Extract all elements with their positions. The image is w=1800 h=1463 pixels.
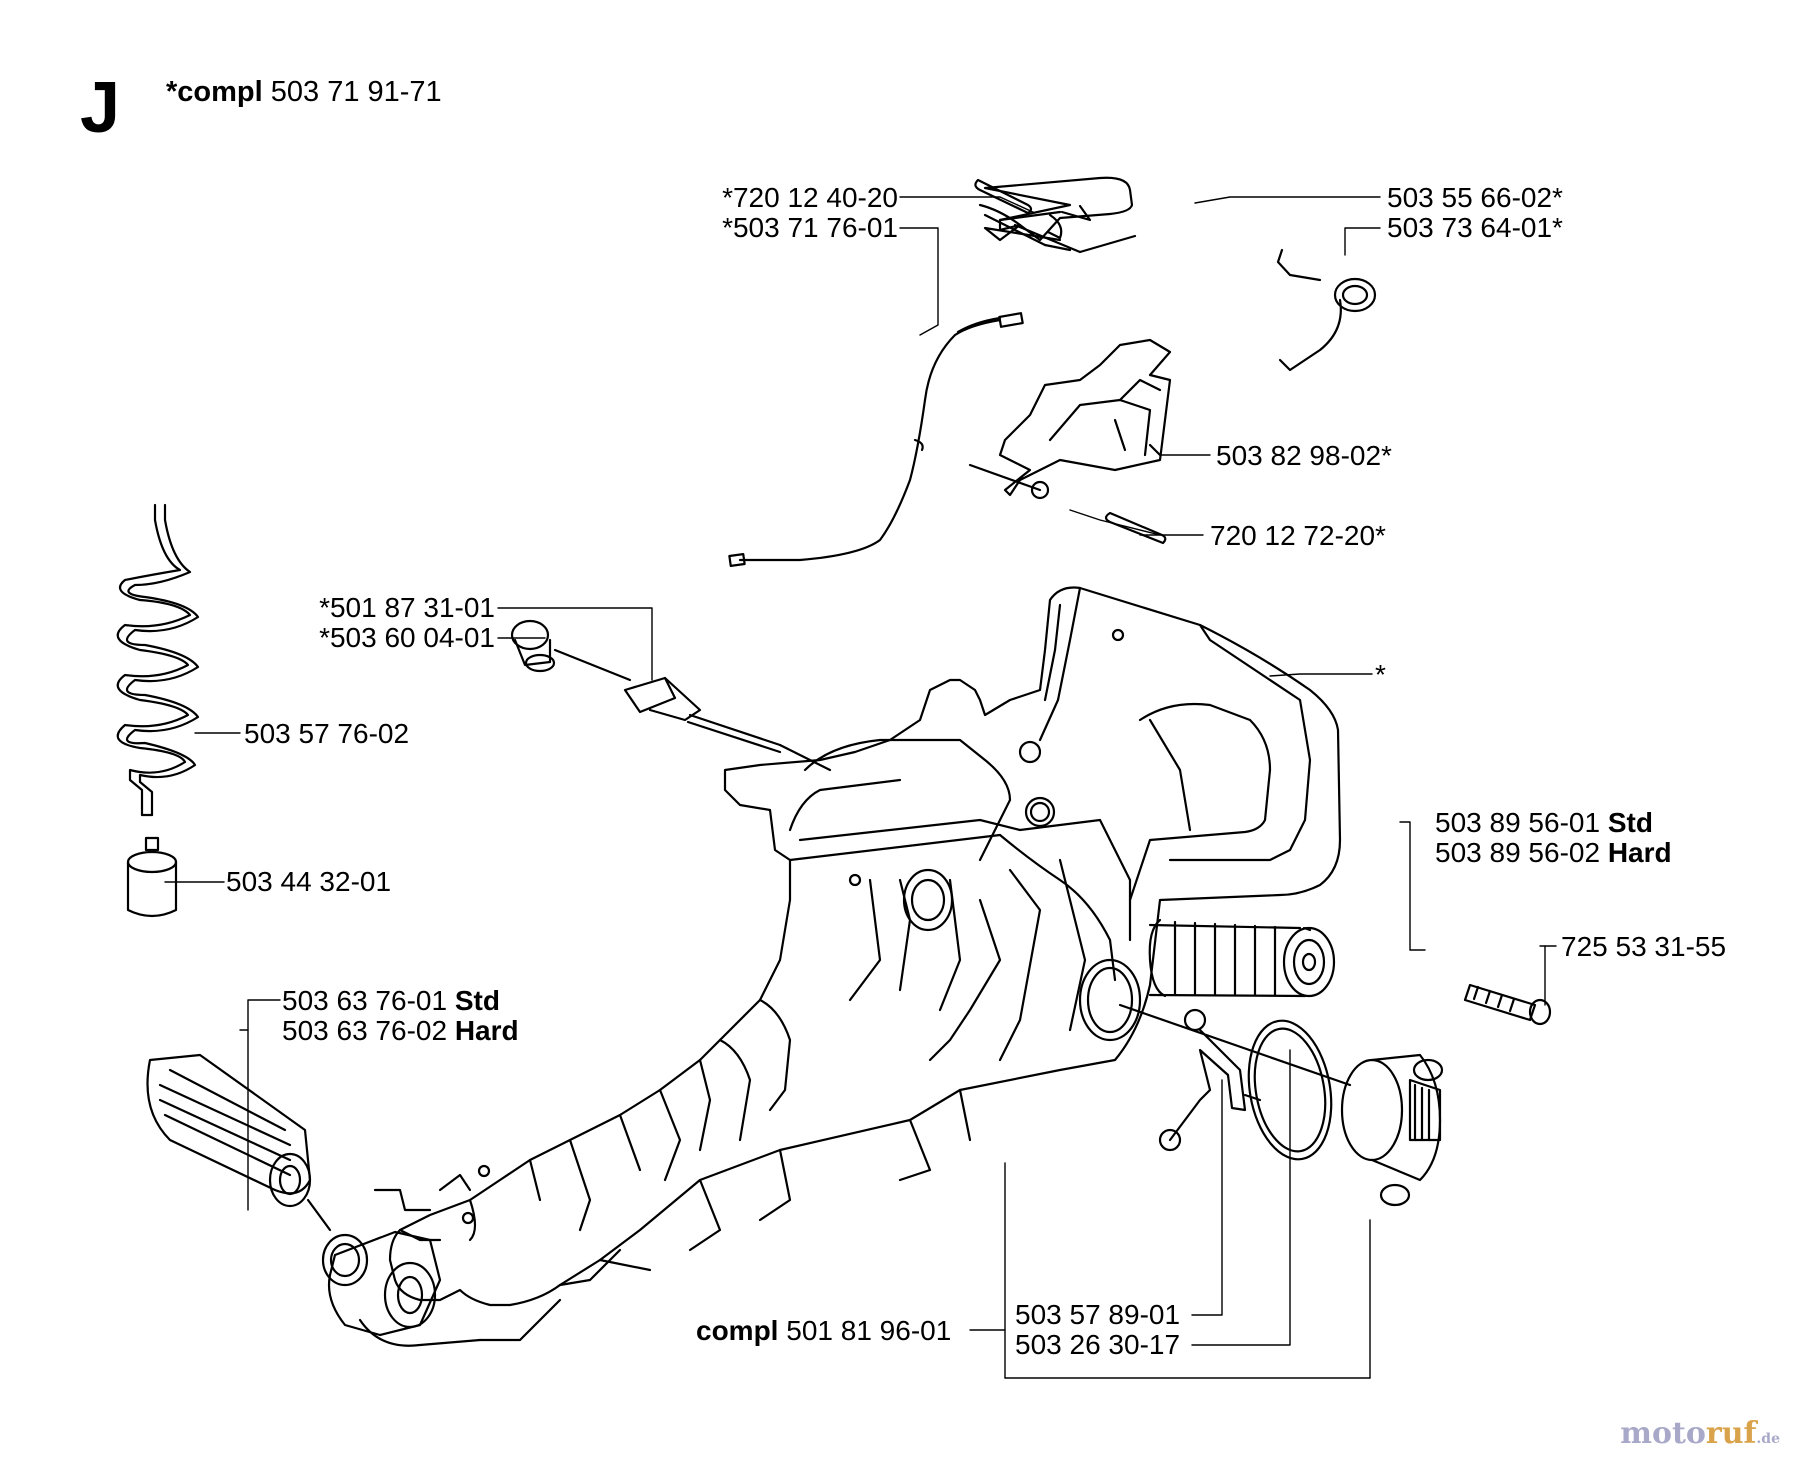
part-variant: Hard	[454, 1015, 519, 1046]
watermark-part1: moto	[1620, 1416, 1706, 1451]
part-label-p13[interactable]: 503 89 56-02 Hard	[1435, 838, 1672, 868]
part-label-p7[interactable]: *501 87 31-01	[319, 592, 495, 623]
buffer-spring-right	[1148, 918, 1336, 998]
part-label-p17[interactable]: 503 57 89-01	[1015, 1299, 1181, 1330]
trigger-spring	[1276, 248, 1377, 372]
part-number: 503 63 76-01	[282, 985, 448, 1016]
rubber-bush	[510, 619, 632, 682]
compl-number: 503 71 91-71	[270, 76, 442, 108]
part-label-p16[interactable]: 503 63 76-02 Hard	[282, 1016, 519, 1046]
screw	[1463, 983, 1552, 1026]
rear-handle-housing	[321, 586, 1342, 1347]
section-letter: J	[80, 68, 121, 148]
part-label-p1[interactable]: *720 12 40-20	[722, 182, 898, 213]
part-variant: Std	[454, 985, 500, 1016]
buffer-spring-left	[146, 1053, 332, 1232]
part-label-p18[interactable]: 503 26 30-17	[1015, 1329, 1181, 1360]
cap-retainer	[1158, 1008, 1262, 1152]
part-label-p12[interactable]: 503 89 56-01 Std	[1435, 808, 1653, 838]
part-label-p15[interactable]: 503 63 76-01 Std	[282, 986, 500, 1016]
assembly-number: 501 81 96-01	[786, 1315, 952, 1346]
fuel-hose	[116, 503, 200, 817]
part-label-p8[interactable]: *503 60 04-01	[319, 622, 495, 653]
fuel-cap	[1340, 1053, 1444, 1207]
pin-top	[974, 178, 1033, 215]
watermark-part2: ruf	[1705, 1416, 1757, 1451]
o-ring	[1118, 1003, 1352, 1161]
part-number: 503 89 56-01	[1435, 807, 1601, 838]
section-title: *compl 503 71 91-71	[166, 76, 442, 109]
part-number: 503 89 56-02	[1435, 837, 1601, 868]
part-label-p2[interactable]: *503 71 76-01	[722, 212, 898, 243]
part-label-p4[interactable]: 503 73 64-01*	[1387, 212, 1563, 243]
part-number: 503 63 76-02	[282, 1015, 448, 1046]
watermark-tld: .de	[1756, 1431, 1780, 1447]
watermark-logo: motoruf.de	[1620, 1416, 1780, 1451]
part-label-p14[interactable]: 725 53 31-55	[1561, 931, 1727, 962]
part-variant: Hard	[1607, 837, 1672, 868]
throttle-trigger	[978, 176, 1137, 254]
assembly-label[interactable]: compl 501 81 96-01	[696, 1316, 951, 1346]
pin-lockout	[968, 463, 1167, 545]
compl-prefix: *compl	[166, 76, 263, 108]
part-label-p11[interactable]: 503 44 32-01	[226, 866, 392, 897]
part-variant: Std	[1607, 807, 1653, 838]
part-label-p9[interactable]: *	[1375, 659, 1386, 690]
assembly-prefix: compl	[696, 1315, 779, 1346]
guide-sleeve	[623, 676, 832, 772]
part-label-p3[interactable]: 503 55 66-02*	[1387, 182, 1563, 213]
leader-lines	[164, 196, 1557, 1379]
part-label-p5[interactable]: 503 82 98-02*	[1216, 440, 1392, 471]
throttle-cable	[728, 312, 1024, 568]
fuel-filter	[126, 836, 178, 918]
part-label-p10[interactable]: 503 57 76-02	[244, 718, 410, 749]
part-label-p6[interactable]: 720 12 72-20*	[1210, 520, 1386, 551]
throttle-lockout	[998, 338, 1172, 500]
